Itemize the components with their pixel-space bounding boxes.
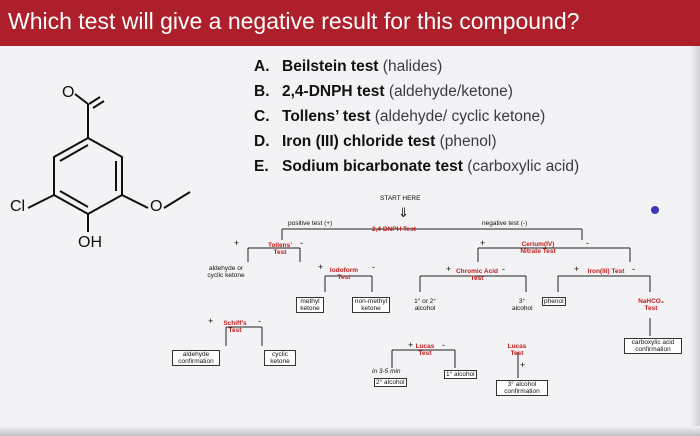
tollens-test-node: Tollens’ Test	[267, 242, 293, 256]
iron-iii-test-node: Iron(III) Test	[587, 268, 625, 275]
carboxylic-acid-confirmation-box: carboxylic acid confirmation	[624, 338, 682, 354]
tertiary-alcohol-confirmation-box: 3° alcohol confirmation	[496, 380, 548, 396]
schiffs-plus: +	[208, 316, 214, 326]
chromic-plus: +	[446, 264, 452, 274]
aldehyde-confirmation-box: aldehyde confirmation	[172, 350, 220, 366]
schiffs-minus: -	[258, 316, 261, 326]
hydroxyl-label: OH	[78, 234, 102, 251]
cerium-nitrate-test-node: Cerium(IV) Nitrate Test	[520, 241, 556, 255]
cerium-minus: -	[586, 238, 589, 248]
lucas-test-node-1: Lucas Test	[415, 343, 435, 357]
answer-options: A.Beilstein test (halides) B.2,4-DNPH te…	[254, 58, 579, 183]
bottom-edge-shadow	[0, 426, 700, 436]
nahco3-test-node: NaHCO₃ Test	[638, 298, 664, 312]
molecule-structure	[27, 93, 191, 232]
chlorine-label: Cl	[10, 198, 26, 215]
iodoform-minus: -	[372, 262, 375, 272]
option-c[interactable]: C.Tollens’ test (aldehyde/ cyclic ketone…	[254, 108, 546, 125]
methyl-ketone-box: methyl ketone	[296, 297, 324, 313]
phenol-box: phenol	[542, 297, 566, 306]
option-b[interactable]: B.2,4-DNPH test (aldehyde/ketone)	[254, 83, 513, 100]
option-d[interactable]: D.Iron (III) chloride test (phenol)	[254, 133, 497, 150]
aldehyde-oxygen-label: O	[62, 84, 75, 101]
right-edge-shadow	[690, 46, 700, 436]
start-arrow: ⇓	[398, 205, 409, 220]
iodoform-plus: +	[318, 262, 324, 272]
tertiary-alcohol: 3° alcohol	[512, 298, 533, 312]
option-e[interactable]: E.Sodium bicarbonate test (carboxylic ac…	[254, 158, 580, 175]
primary-alcohol-box: 1° alcohol	[444, 370, 477, 379]
lucas1-plus: +	[408, 340, 414, 350]
secondary-alcohol-box: 2° alcohol	[374, 378, 407, 387]
dnph-test-node: 2,4 DNPH Test	[372, 226, 416, 233]
chromic-minus: -	[502, 264, 505, 274]
question-title: Which test will give a negative result f…	[8, 8, 580, 34]
start-label: START HERE	[380, 195, 421, 202]
time-label: in 3-5 min	[372, 368, 401, 375]
schiffs-test-node: Schiff’s Test	[223, 320, 247, 334]
iron-plus: +	[574, 264, 580, 274]
cerium-plus: +	[480, 238, 486, 248]
lucas2-plus: +	[520, 360, 526, 370]
negative-test-label: negative test (-)	[482, 220, 528, 227]
lucas1-minus: -	[442, 340, 445, 350]
chromic-acid-test-node: Chromic Acid Test	[455, 268, 498, 282]
aldehyde-or-cyclic-ketone: aldehyde or cyclic ketone	[207, 265, 245, 279]
tollens-minus: -	[300, 238, 303, 248]
positive-test-label: positive test (+)	[288, 220, 333, 227]
option-a[interactable]: A.Beilstein test (halides)	[254, 58, 443, 75]
question-banner: Which test will give a negative result f…	[0, 0, 700, 46]
primary-secondary-alcohol: 1° or 2° alcohol	[414, 298, 436, 312]
tollens-plus: +	[234, 238, 240, 248]
iron-minus: -	[632, 264, 635, 274]
iodoform-test-node: Iodoform Test	[329, 267, 359, 281]
lucas-test-node-2: Lucas Test	[507, 343, 527, 357]
non-methyl-ketone-box: non-methyl ketone	[352, 297, 390, 313]
methoxy-oxygen-label: O	[150, 198, 163, 215]
pointer-dot	[651, 206, 659, 214]
cyclic-ketone-box: cyclic ketone	[264, 350, 296, 366]
